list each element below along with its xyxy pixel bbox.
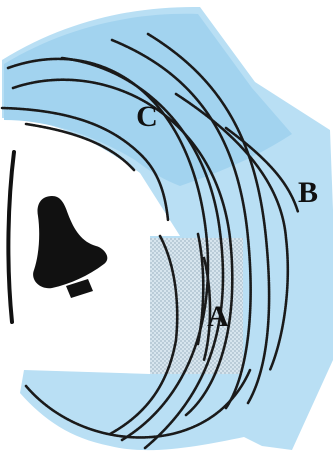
bell-icon <box>33 196 107 298</box>
bell-body <box>33 196 107 288</box>
region-a-stipple <box>150 238 243 374</box>
bell-stand <box>8 152 14 322</box>
region-c-label: C <box>136 100 158 133</box>
region-a-label: A <box>207 300 229 333</box>
region-b-label: B <box>298 176 318 209</box>
